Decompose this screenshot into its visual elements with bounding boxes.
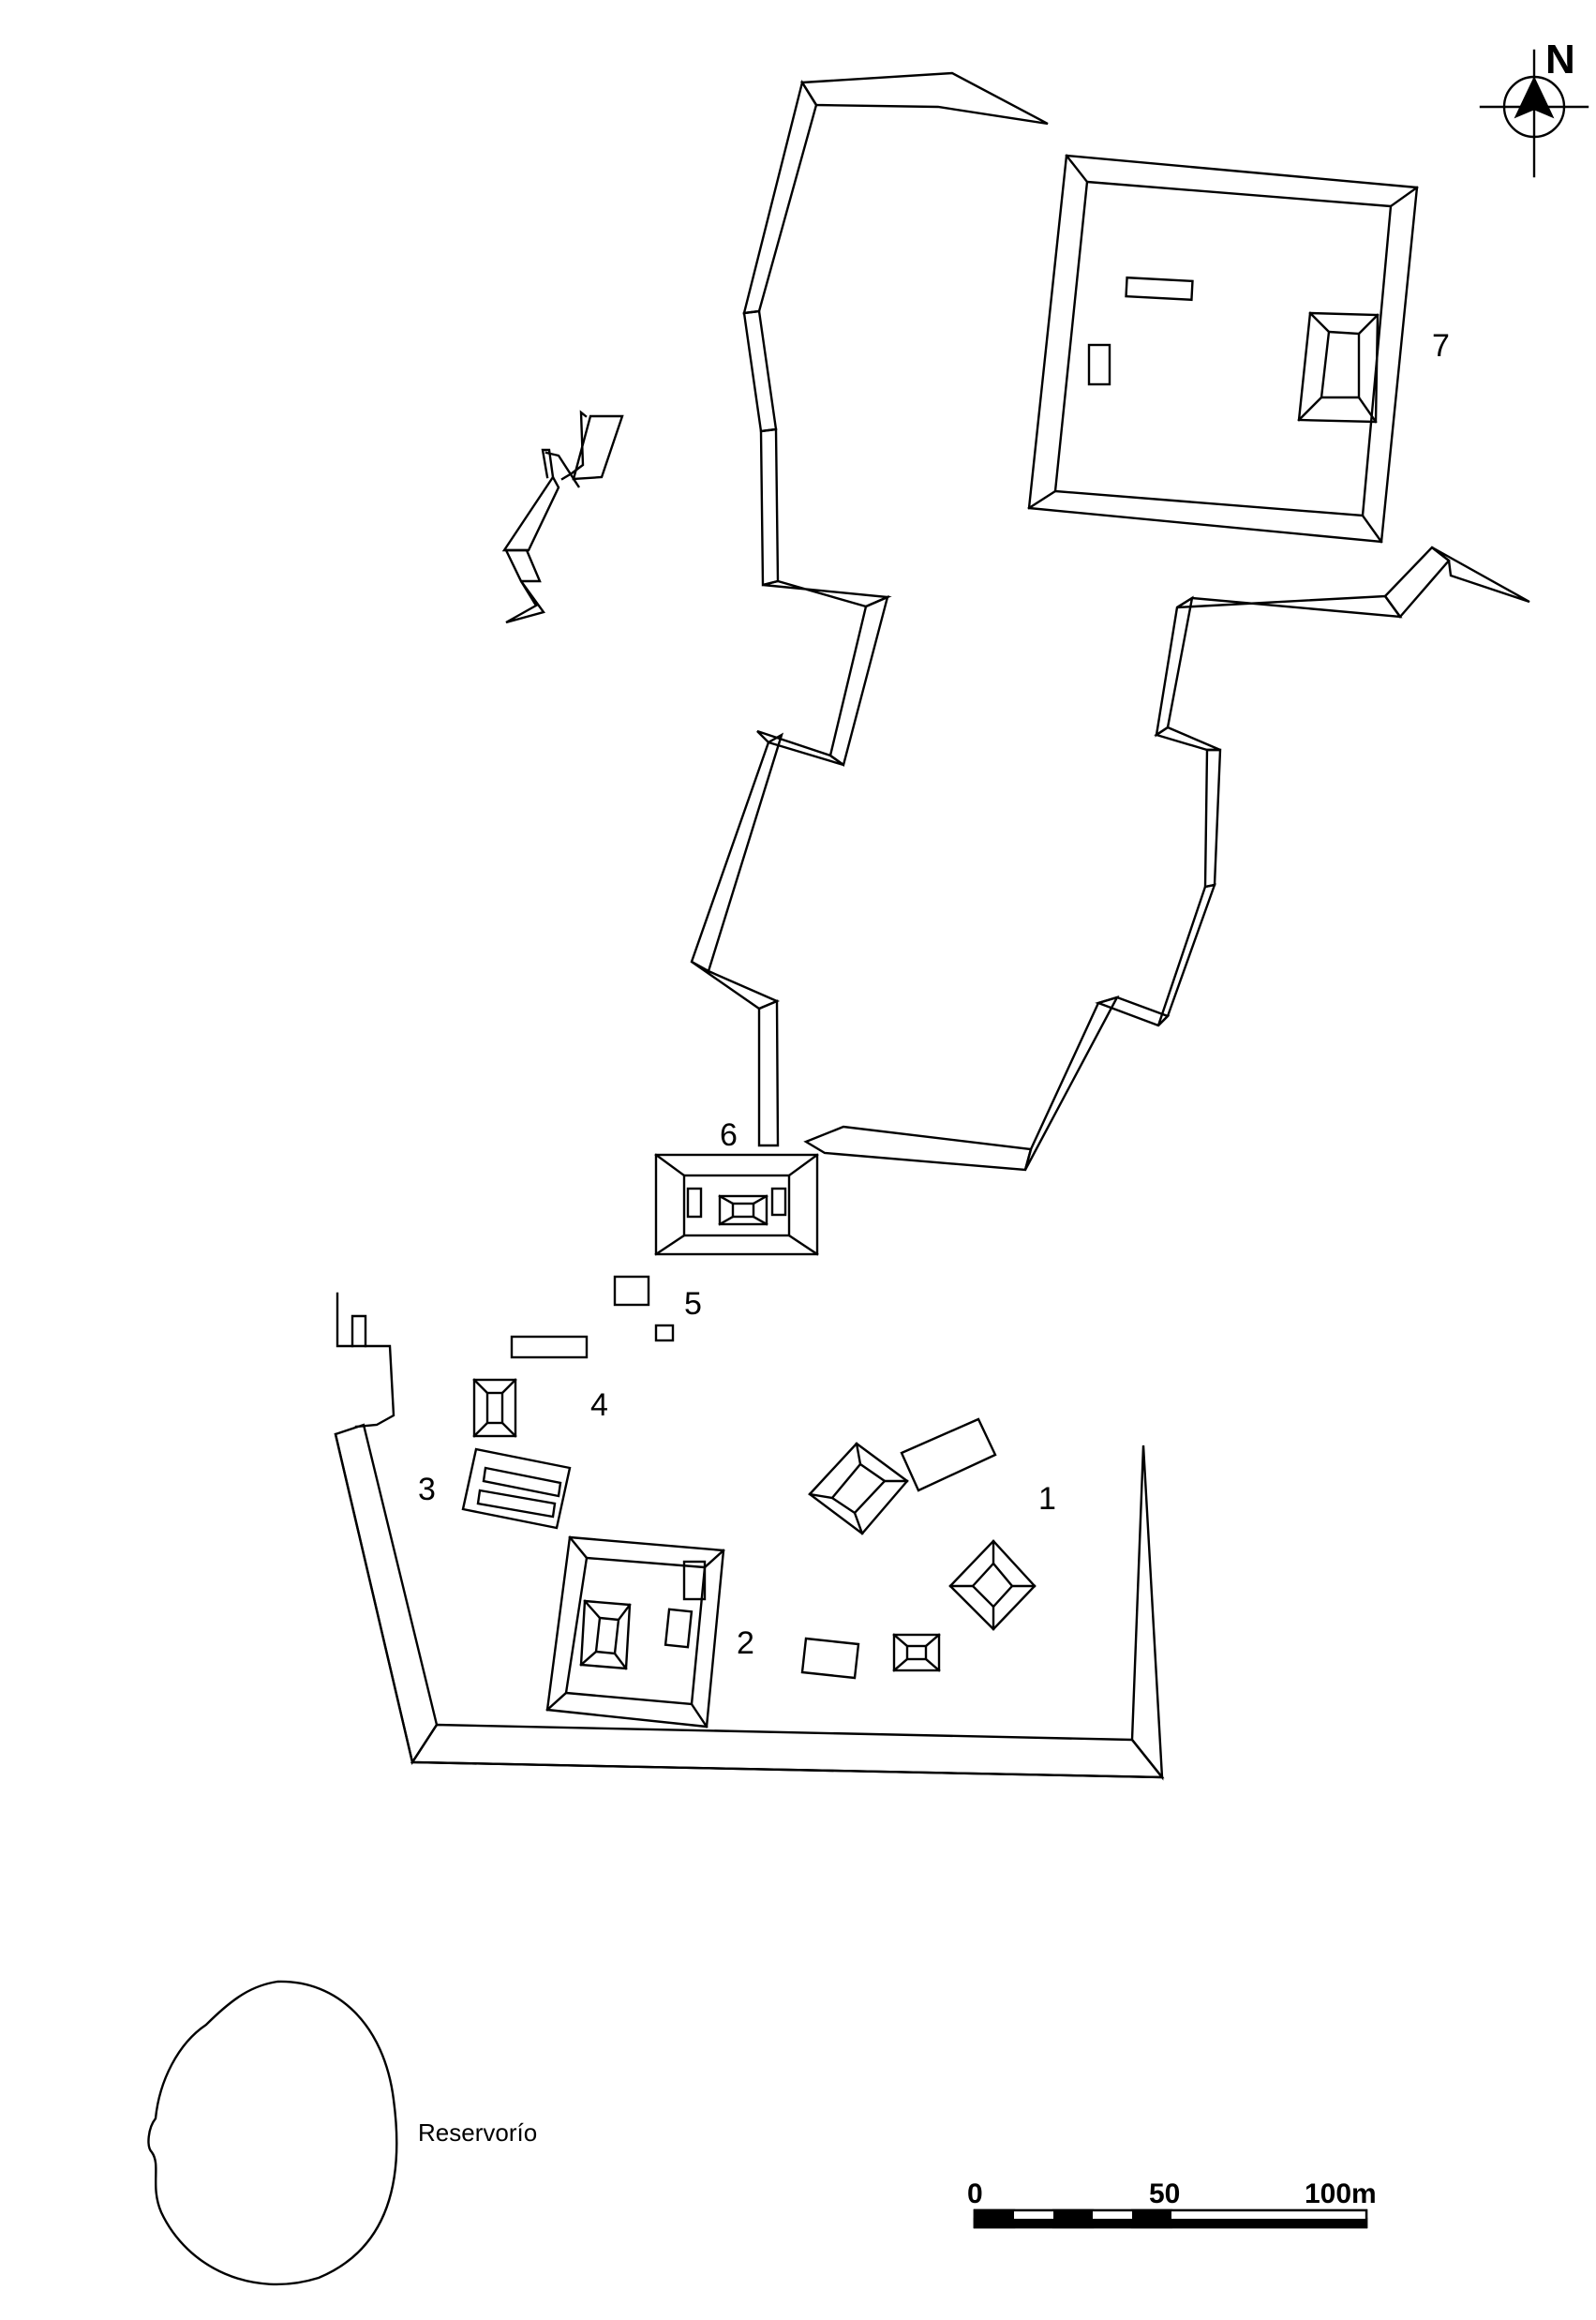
structure-1-label: 1 [1038, 1481, 1056, 1517]
scale-label-100: 100m [1305, 2178, 1377, 2209]
north-arrow-icon: N [1479, 37, 1589, 178]
reservoir-label: Reservorío [418, 2118, 537, 2147]
structure-3-label: 3 [418, 1472, 436, 1507]
structure-6: 6 [654, 1117, 819, 1256]
structure-2-label: 2 [737, 1625, 754, 1661]
structure-7: 7 [1027, 154, 1450, 544]
structure-5: 5 [510, 1275, 702, 1359]
north-label: N [1545, 37, 1575, 82]
scale-label-50: 50 [1149, 2178, 1180, 2209]
wall-fragment-northwest [501, 410, 624, 624]
structure-6-label: 6 [720, 1117, 738, 1153]
structure-5-label: 5 [684, 1286, 702, 1322]
scale-label-0: 0 [967, 2178, 983, 2209]
structure-7-label: 7 [1432, 328, 1450, 364]
structure-1: 1 [800, 1417, 1056, 1680]
structure-4: 4 [472, 1378, 608, 1438]
structure-4-label: 4 [590, 1387, 608, 1423]
structure-3: 3 [418, 1447, 572, 1530]
lower-precinct-wall [334, 1292, 1165, 1781]
scale-bar: 0 50 100m [967, 2178, 1377, 2229]
reservoir: Reservorío [147, 1980, 537, 2286]
main-enclosure-wall [690, 71, 1530, 1172]
structure-2: 2 [545, 1535, 754, 1729]
